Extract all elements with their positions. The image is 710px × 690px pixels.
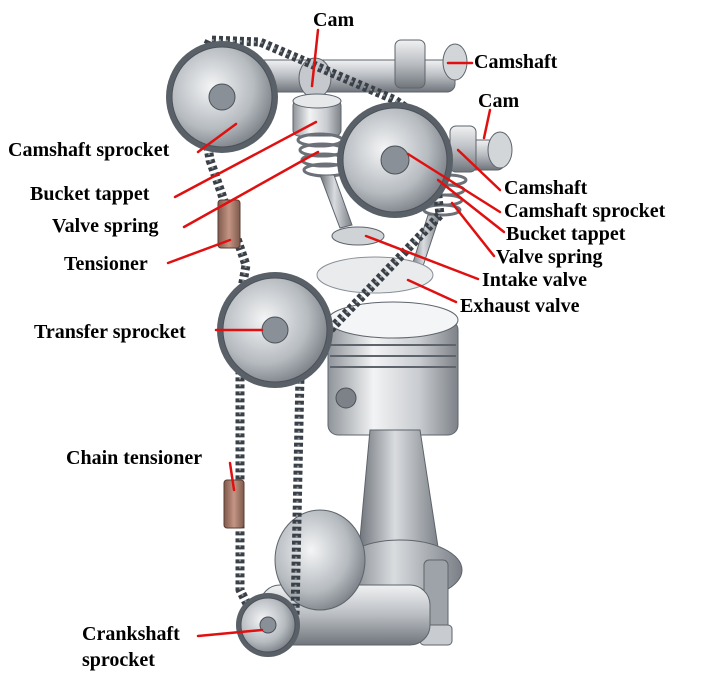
piston: [327, 301, 459, 436]
leader-intake-valve: [364, 234, 480, 281]
leader-tensioner: [166, 238, 232, 265]
label-tensioner: Tensioner: [64, 253, 148, 275]
camshaft-sprocket-left: [166, 41, 278, 153]
crankshaft-sprocket: [236, 593, 300, 657]
label-intake-valve: Intake valve: [482, 269, 587, 291]
leader-chain-tensioner: [228, 461, 236, 492]
tensioner-upper: [217, 199, 241, 249]
transfer-sprocket: [217, 272, 333, 388]
label-cam-right: Cam: [478, 90, 520, 112]
label-camshaft-right: Camshaft: [504, 177, 588, 199]
leader-lines: [166, 28, 506, 638]
leader-bucket-tappet-left: [173, 120, 318, 199]
label-valve-spring-left: Valve spring: [52, 215, 159, 237]
label-chain-tensioner: Chain tensioner: [66, 447, 203, 469]
chain-tensioner: [223, 479, 245, 529]
label-valve-spring-right: Valve spring: [496, 246, 603, 268]
leader-crankshaft-sprocket: [196, 628, 264, 638]
leader-valve-spring-left: [182, 150, 320, 229]
label-camshaft-sprocket-right: Camshaft sprocket: [504, 200, 666, 222]
label-bucket-tappet-left: Bucket tappet: [30, 183, 150, 205]
label-crankshaft-line1: Crankshaft: [82, 623, 180, 645]
leader-camshaft-sprocket-left: [196, 122, 238, 154]
camshaft-upper: [244, 39, 468, 99]
leader-cam-top: [310, 28, 320, 88]
leader-valve-spring-right: [450, 201, 496, 258]
leader-bucket-tappet-right: [436, 178, 506, 234]
label-camshaft-top: Camshaft: [474, 51, 558, 73]
leader-camshaft-right: [456, 148, 502, 192]
leader-cam-right: [482, 108, 492, 140]
leader-camshaft-sprocket-right: [406, 152, 502, 214]
camshaft-sprocket-right: [337, 102, 453, 218]
label-crankshaft-line2: sprocket: [82, 649, 155, 671]
label-cam-top: Cam: [313, 9, 355, 31]
label-transfer-sprocket: Transfer sprocket: [34, 321, 186, 343]
leader-exhaust-valve: [406, 278, 458, 304]
label-camshaft-sprocket-left: Camshaft sprocket: [8, 139, 170, 161]
label-exhaust-valve: Exhaust valve: [460, 295, 580, 317]
label-bucket-tappet-right: Bucket tappet: [506, 223, 626, 245]
